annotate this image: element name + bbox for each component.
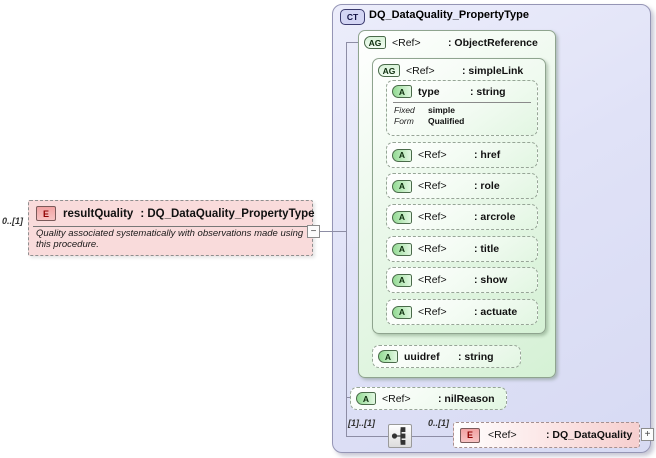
- annotation-separator: [33, 226, 308, 227]
- element-name: : DQ_DataQuality: [546, 429, 633, 441]
- attribute-icon: A: [392, 273, 412, 287]
- ref-label: <Ref>: [418, 306, 447, 318]
- attribute-name: : role: [474, 180, 500, 192]
- element-badge-icon: E: [36, 206, 56, 221]
- element-name: resultQuality: [63, 207, 134, 220]
- attribute-icon: A: [392, 179, 412, 193]
- ref-element-card-dq-dataquality[interactable]: E <Ref> : DQ_DataQuality: [453, 422, 640, 448]
- ref-label: <Ref>: [382, 392, 411, 405]
- ref-label: <Ref>: [418, 149, 447, 161]
- attribute-name: : actuate: [474, 306, 518, 318]
- attribute-name: : href: [474, 149, 501, 161]
- attribute-icon: A: [392, 210, 412, 224]
- annotation-text: Quality associated systematically with o…: [29, 227, 312, 250]
- attribute-name: : arcrole: [474, 211, 516, 223]
- ref-label: <Ref>: [406, 64, 435, 77]
- attribute-box-uuidref[interactable]: A uuidref : string: [372, 345, 521, 368]
- facet-fixed-value: simple: [428, 105, 455, 115]
- complex-type-title: DQ_DataQuality_PropertyType: [369, 9, 529, 21]
- connector-branch-nilreason: [347, 397, 351, 398]
- attribute-icon: A: [392, 305, 412, 319]
- facet-form-label: Form: [394, 116, 414, 126]
- attribute-type: : string: [458, 350, 494, 363]
- attribute-icon: A: [392, 242, 412, 256]
- ref-label: <Ref>: [418, 274, 447, 286]
- attribute-name: : nilReason: [438, 392, 495, 405]
- compositor-icon: [391, 427, 406, 445]
- ref-label: <Ref>: [392, 36, 421, 49]
- annotation-line: this procedure.: [36, 238, 99, 250]
- attribute-box-href[interactable]: A <Ref> : href: [386, 142, 538, 168]
- attribute-group-icon: AG: [378, 64, 400, 77]
- element-badge-icon: E: [460, 427, 480, 443]
- attribute-group-name: : ObjectReference: [448, 36, 538, 49]
- connector-branch-objectreference: [347, 42, 358, 43]
- connector-compositor-to-element: [412, 436, 454, 437]
- connector-entry: [313, 231, 347, 232]
- source-cardinality-label: 0..[1]: [2, 216, 24, 226]
- attribute-icon: A: [356, 392, 376, 405]
- annotation-line: Quality associated systematically with o…: [36, 228, 304, 239]
- element-cardinality-label: 0..[1]: [428, 418, 450, 428]
- attribute-group-icon: AG: [364, 36, 386, 49]
- connector-trunk-main: [346, 42, 347, 437]
- attribute-icon: A: [378, 350, 398, 363]
- facet-separator: [393, 102, 531, 103]
- attribute-name: uuidref: [404, 350, 440, 363]
- attribute-box-show[interactable]: A <Ref> : show: [386, 267, 538, 293]
- element-type: : DQ_DataQuality_PropertyType: [140, 207, 315, 220]
- facet-form-value: Qualified: [428, 116, 465, 126]
- compositor-button[interactable]: [388, 424, 412, 448]
- attribute-group-name: : simpleLink: [462, 64, 524, 77]
- ref-label: <Ref>: [418, 180, 447, 192]
- attribute-name: : title: [474, 243, 500, 255]
- attribute-type: : string: [470, 85, 506, 98]
- complex-type-badge-icon: CT: [340, 9, 365, 25]
- attribute-box-type[interactable]: A type : string Fixed simple Form Qualif…: [386, 80, 538, 136]
- attribute-box-title[interactable]: A <Ref> : title: [386, 236, 538, 262]
- collapse-button[interactable]: −: [307, 225, 320, 238]
- connector-branch-compositor: [347, 436, 388, 437]
- attribute-box-role[interactable]: A <Ref> : role: [386, 173, 538, 199]
- attribute-icon: A: [392, 85, 412, 98]
- expand-button[interactable]: +: [641, 428, 654, 441]
- ref-label: <Ref>: [488, 429, 517, 441]
- attribute-box-arcrole[interactable]: A <Ref> : arcrole: [386, 204, 538, 230]
- attribute-name: type: [418, 85, 440, 98]
- attribute-icon: A: [392, 148, 412, 162]
- attribute-name: : show: [474, 274, 508, 286]
- compositor-cardinality-label: [1]..[1]: [348, 418, 375, 428]
- source-element-card-resultquality[interactable]: E resultQuality : DQ_DataQuality_Propert…: [28, 200, 315, 256]
- facet-fixed-label: Fixed: [394, 105, 415, 115]
- ref-label: <Ref>: [418, 243, 447, 255]
- attribute-box-nilreason[interactable]: A <Ref> : nilReason: [350, 387, 507, 410]
- ref-label: <Ref>: [418, 211, 447, 223]
- attribute-box-actuate[interactable]: A <Ref> : actuate: [386, 299, 538, 325]
